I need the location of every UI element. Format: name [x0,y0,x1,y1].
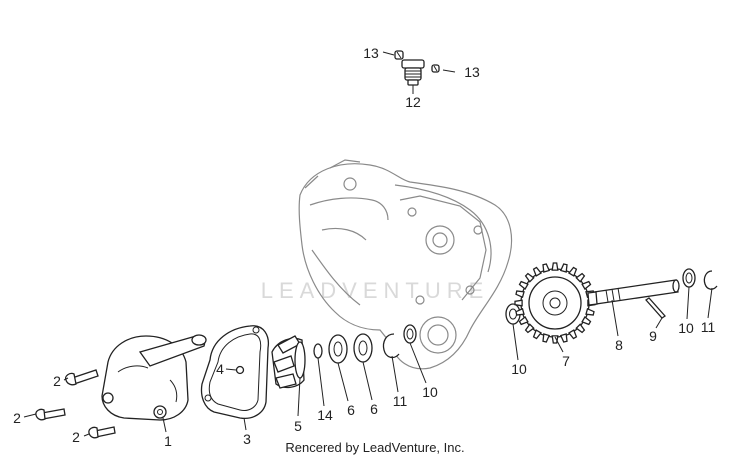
callout-10: 10 [511,361,527,377]
gear-tooth [518,316,529,326]
screw-13-right [431,64,440,73]
bolt-2-bottom [88,426,116,439]
gear-tooth [532,266,542,277]
bolt-2-middle [35,408,66,421]
screw-13-left [394,50,404,60]
callout-2: 2 [13,410,21,426]
callout-11: 11 [701,319,716,335]
callout-6: 6 [370,401,378,417]
callout-10: 10 [678,320,694,336]
callout-4: 4 [216,361,224,377]
gear-tooth [559,263,568,273]
callout-7: 7 [562,353,570,369]
callout-8: 8 [615,337,623,353]
impeller-5 [271,335,306,389]
pump-cover-1 [101,334,207,421]
callout-labels: 13 13 12 2 2 2 1 4 3 5 14 6 6 11 10 10 7… [13,45,715,449]
gear-tooth [585,307,595,316]
callout-9: 9 [649,328,657,344]
crankcase-outline [298,159,513,370]
callout-6: 6 [347,402,355,418]
footer-credit: Rencered by LeadVenture, Inc. [285,440,465,455]
callout-5: 5 [294,418,302,434]
gasket-3 [200,325,270,420]
circlip-11-left [382,333,400,359]
callout-12: 12 [405,94,421,110]
gear-tooth [568,329,578,340]
gear-tooth [515,290,525,299]
leader-lines [23,51,713,437]
gear-7 [514,262,596,344]
callout-14: 14 [317,407,333,423]
gear-tooth [532,329,542,340]
gear-tooth [575,272,586,283]
callout-13: 13 [363,45,379,61]
pump-shaft-8 [587,279,680,306]
seal-6-b [353,333,373,363]
callout-11: 11 [393,393,408,409]
gear-tooth [581,316,592,326]
washer-10-left [403,324,417,344]
gear-tooth [524,272,535,283]
gear-tooth [581,280,592,290]
callout-13: 13 [464,64,480,80]
callout-10: 10 [422,384,438,400]
gear-tooth [551,335,559,344]
gear-tooth [542,333,551,343]
washer-14 [313,343,323,359]
washer-10-right [682,268,696,288]
bolt-2-top [64,369,99,386]
gear-tooth [559,333,568,343]
callout-2: 2 [72,429,80,445]
watermark-text: LEADVENTURE [261,278,490,303]
thermostat-12 [401,59,425,86]
circlip-11-right [703,270,718,290]
gear-tooth [551,262,559,271]
gear-tooth [518,280,529,290]
gear-tooth [524,323,535,334]
gear-tooth [514,299,523,307]
gear-tooth [568,266,578,277]
callout-2: 2 [53,373,61,389]
callout-1: 1 [164,433,172,449]
gear-tooth [515,307,525,316]
screw-4 [235,365,245,375]
pin-9 [645,297,666,319]
gear-tooth [542,263,551,273]
gear-tooth [575,323,586,334]
callout-3: 3 [243,431,251,447]
seal-6-a [328,334,348,364]
